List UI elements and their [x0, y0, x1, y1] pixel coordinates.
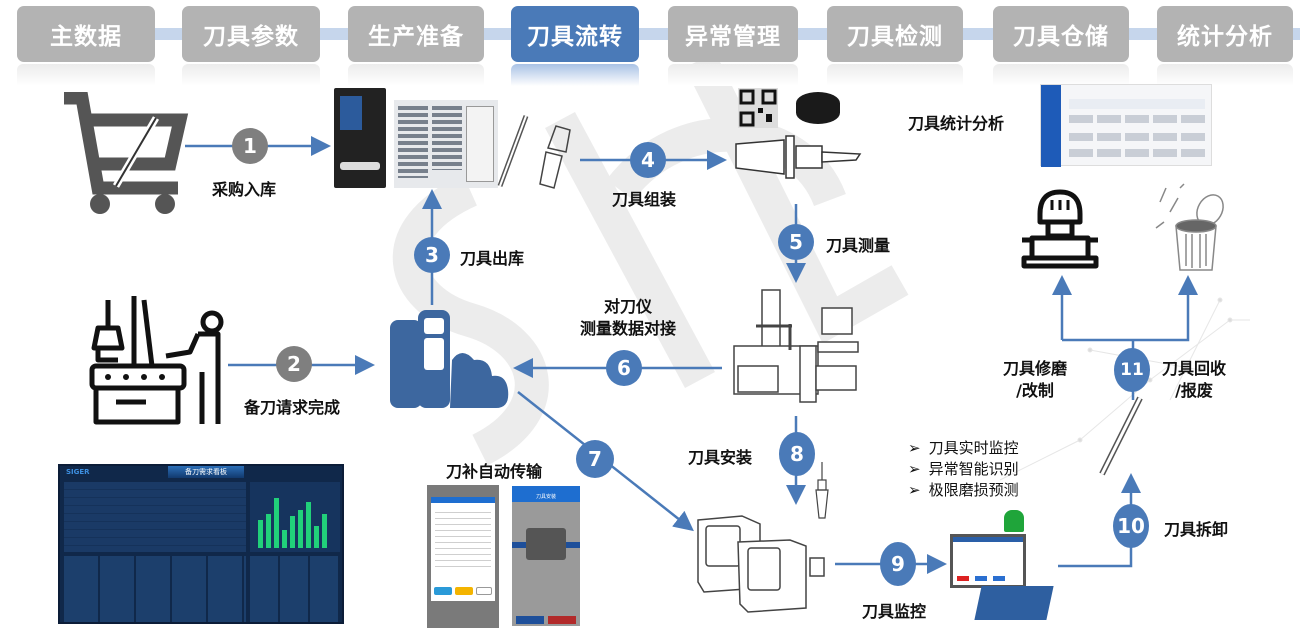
bullet-arrow-icon: ➢ — [908, 481, 921, 499]
phone-app-title: 刀具安装 — [512, 486, 580, 502]
tab-reflection — [17, 64, 155, 86]
step-label-4: 刀具组装 — [612, 190, 677, 209]
step-label-8: 刀具安装 — [688, 448, 753, 467]
tab-reflection — [993, 64, 1129, 86]
stats-label: 刀具统计分析 — [908, 114, 1005, 133]
dashboard-bar-chart — [258, 498, 327, 548]
qr-code-icon — [738, 88, 778, 128]
dashboard-brand: SIGER — [66, 468, 90, 476]
step-label-6-line2: 测量数据对接 — [579, 319, 676, 338]
tab-exception-mgmt[interactable]: 异常管理 — [668, 6, 798, 62]
monitor-screen — [950, 534, 1026, 588]
monitor-feature-list: ➢刀具实时监控 ➢异常智能识别 ➢极限磨损预测 — [908, 438, 1019, 501]
step-badge-5: 5 — [778, 224, 814, 260]
step-badge-9: 9 — [880, 542, 916, 586]
drill-bit-icon — [1099, 396, 1143, 476]
shopping-cart-icon — [64, 92, 189, 214]
step-badge-6: 6 — [606, 350, 642, 386]
dashboard-title: 备刀需求看板 — [168, 466, 244, 478]
tab-production-prep[interactable]: 生产准备 — [348, 6, 484, 62]
tab-master-data[interactable]: 主数据 — [17, 6, 155, 62]
step-label-3: 刀具出库 — [460, 249, 525, 268]
tab-reflection — [668, 64, 798, 86]
step-label-1: 采购入库 — [212, 180, 277, 199]
status-light-icon — [1004, 510, 1024, 532]
feature-item: ➢极限磨损预测 — [908, 481, 1019, 499]
storage-cabinet — [394, 100, 498, 188]
step-label-9: 刀具监控 — [862, 602, 927, 621]
phone-screen-dialog — [427, 485, 499, 628]
step-badge-8: 8 — [779, 432, 815, 476]
step-label-10: 刀具拆卸 — [1164, 520, 1229, 539]
arrow-scrap — [1062, 275, 1198, 342]
step-label-6: 对刀仪 测量数据对接 — [566, 296, 690, 340]
step-badge-2: 2 — [276, 346, 312, 382]
bullet-arrow-icon: ➢ — [908, 460, 921, 478]
worker-workstation-icon — [89, 296, 224, 425]
stats-dashboard-screenshot — [1040, 84, 1212, 167]
step-badge-1: 1 — [232, 128, 268, 164]
bullet-arrow-icon: ➢ — [908, 439, 921, 457]
tool-presetter-machine — [733, 289, 859, 403]
tab-tool-params[interactable]: 刀具参数 — [182, 6, 320, 62]
step-label-5: 刀具测量 — [826, 236, 891, 255]
edge-controller-device — [974, 586, 1054, 620]
tab-reflection — [1157, 64, 1293, 86]
regrind-label: 刀具修磨 /改制 — [1002, 359, 1067, 400]
tab-tool-flow[interactable]: 刀具流转 — [511, 6, 639, 62]
tab-tool-storage[interactable]: 刀具仓储 — [993, 6, 1129, 62]
drill-and-holder-icon — [497, 115, 571, 189]
step-badge-3: 3 — [414, 237, 450, 273]
step-badge-11: 11 — [1114, 348, 1150, 392]
cnc-machines-icon — [697, 515, 825, 613]
tool-holder-icon — [735, 135, 862, 179]
step-badge-7: 7 — [576, 440, 614, 478]
tab-statistics[interactable]: 统计分析 — [1157, 6, 1293, 62]
feature-item: ➢刀具实时监控 — [908, 439, 1019, 457]
step-label-2: 备刀请求完成 — [244, 398, 341, 417]
cloud-platform-icon — [390, 310, 509, 408]
step-label-7: 刀补自动传输 — [446, 462, 543, 481]
tool-assembly-icon — [815, 462, 829, 519]
nav-connector-bar — [20, 28, 1300, 40]
vending-cabinet — [334, 88, 386, 188]
step-label-11: 刀具回收 /报废 — [1161, 359, 1226, 400]
step-badge-10: 10 — [1113, 504, 1149, 548]
step-badge-4: 4 — [630, 142, 666, 178]
regrind-machine-icon — [1021, 189, 1099, 269]
tab-reflection — [182, 64, 320, 86]
tab-reflection — [511, 64, 639, 86]
tool-demand-dashboard-screenshot: SIGER 备刀需求看板 — [58, 464, 344, 624]
feature-item: ➢异常智能识别 — [908, 460, 1019, 478]
trash-bin-icon — [1155, 183, 1224, 271]
tab-reflection — [827, 64, 963, 86]
rfid-chip-icon — [796, 92, 840, 124]
phone-screen-tool-install: 刀具安装 — [512, 486, 580, 626]
tab-reflection — [348, 64, 484, 86]
tab-tool-inspection[interactable]: 刀具检测 — [827, 6, 963, 62]
step-label-6-line1: 对刀仪 — [603, 297, 652, 316]
